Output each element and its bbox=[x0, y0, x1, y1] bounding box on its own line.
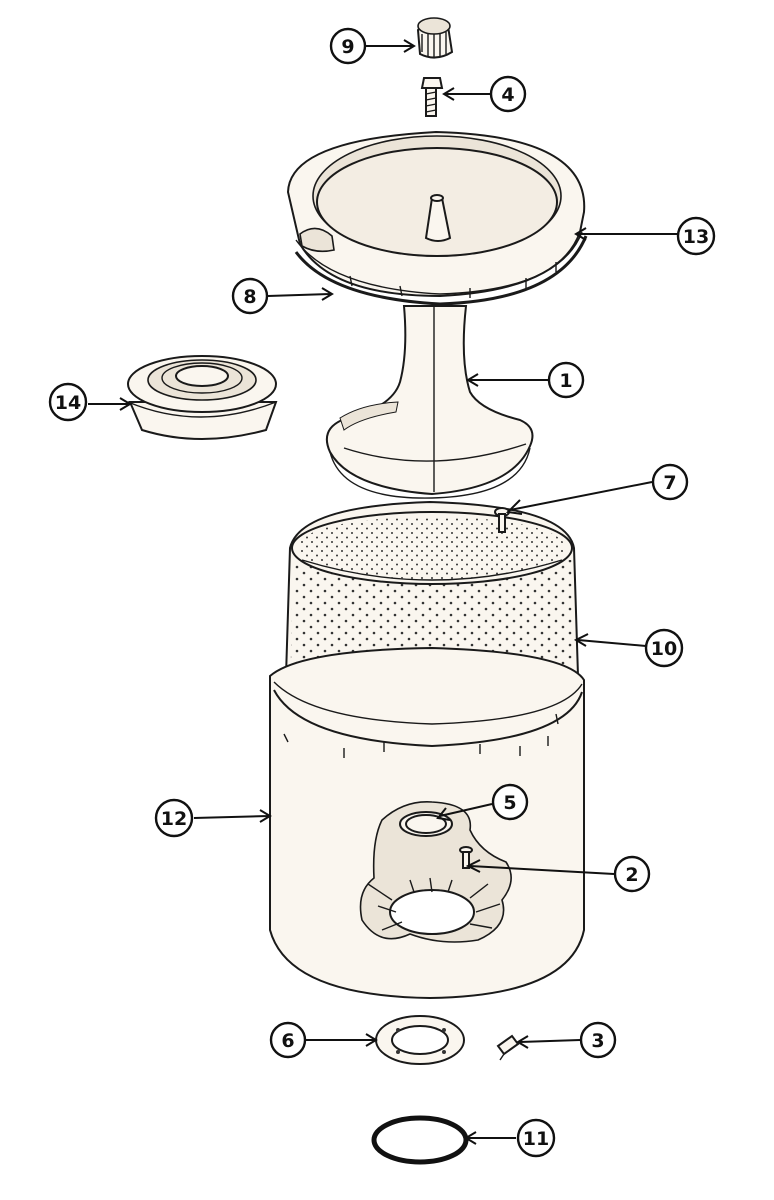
callout-14: 14 bbox=[48, 382, 88, 422]
svg-text:4: 4 bbox=[501, 84, 514, 106]
svg-text:13: 13 bbox=[683, 226, 709, 248]
part-bolt bbox=[420, 77, 444, 117]
part-softener-dispenser bbox=[127, 355, 278, 440]
part-screw-small bbox=[494, 507, 510, 533]
callout-4: 4 bbox=[489, 75, 527, 113]
callout-8: 8 bbox=[231, 277, 269, 315]
callout-10: 10 bbox=[644, 628, 684, 668]
svg-text:7: 7 bbox=[663, 472, 676, 494]
leader-lines bbox=[88, 39, 678, 1145]
svg-text:11: 11 bbox=[523, 1128, 549, 1150]
part-tub-ring bbox=[286, 130, 586, 298]
part-o-ring bbox=[371, 1115, 469, 1165]
part-screw-gasket bbox=[496, 1034, 520, 1061]
svg-text:3: 3 bbox=[591, 1030, 604, 1052]
svg-text:5: 5 bbox=[503, 792, 516, 814]
part-seal-ring bbox=[294, 235, 588, 306]
svg-text:14: 14 bbox=[55, 392, 81, 414]
callout-9: 9 bbox=[329, 27, 367, 65]
part-screw-tub bbox=[459, 846, 473, 869]
callout-3: 3 bbox=[579, 1021, 617, 1059]
callout-7: 7 bbox=[651, 463, 689, 501]
callout-5: 5 bbox=[491, 783, 529, 821]
svg-text:6: 6 bbox=[281, 1030, 294, 1052]
callout-11: 11 bbox=[516, 1118, 556, 1158]
callout-13: 13 bbox=[676, 216, 716, 256]
part-cap bbox=[416, 17, 454, 59]
part-agitator bbox=[326, 305, 534, 499]
callout-6: 6 bbox=[269, 1021, 307, 1059]
callout-1: 1 bbox=[547, 361, 585, 399]
svg-text:1: 1 bbox=[559, 370, 572, 392]
part-grommet bbox=[405, 814, 447, 834]
svg-text:9: 9 bbox=[341, 36, 354, 58]
svg-text:2: 2 bbox=[625, 864, 638, 886]
callout-12: 12 bbox=[154, 798, 194, 838]
callout-2: 2 bbox=[613, 855, 651, 893]
svg-text:8: 8 bbox=[243, 286, 256, 308]
svg-text:12: 12 bbox=[161, 808, 187, 830]
part-gasket bbox=[375, 1015, 465, 1065]
svg-text:10: 10 bbox=[651, 638, 677, 660]
